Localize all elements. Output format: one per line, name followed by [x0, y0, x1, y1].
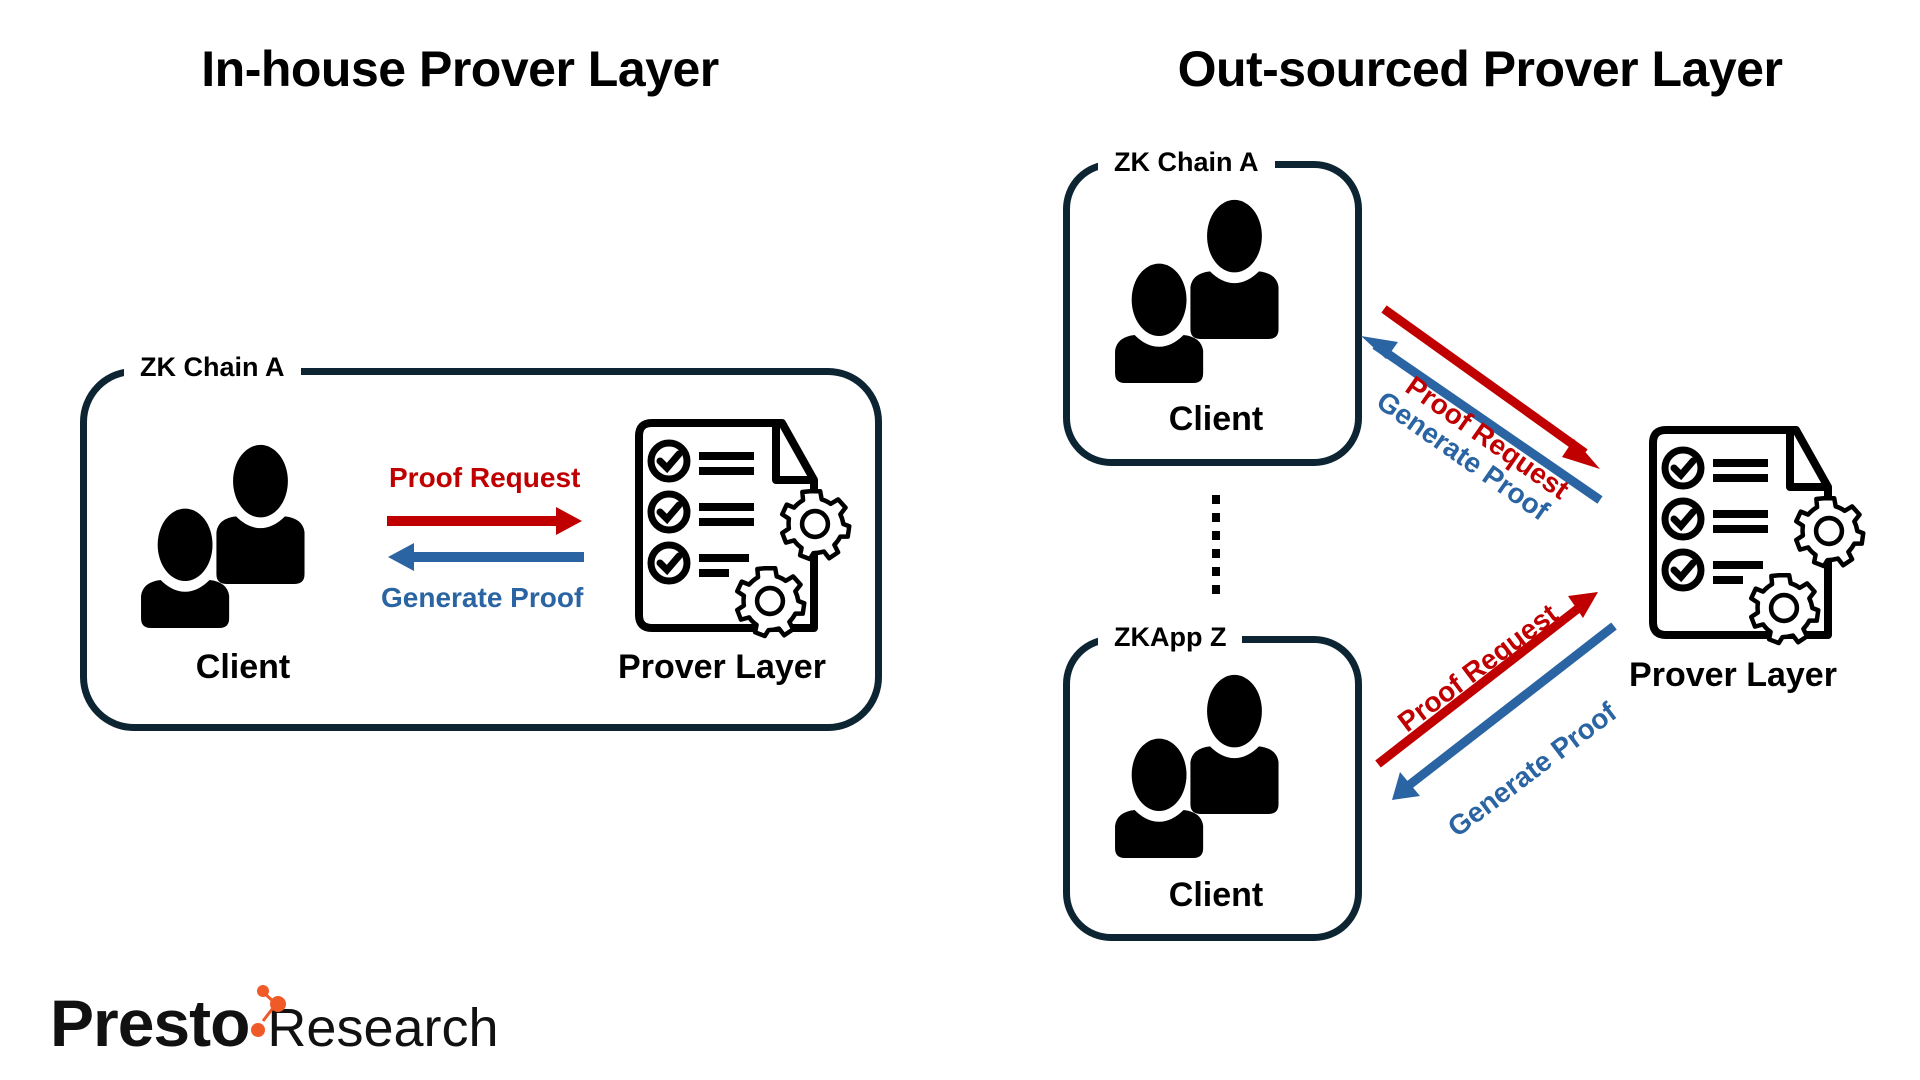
container-label-zk-chain-a-right: ZK Chain A	[1098, 147, 1275, 178]
proof-request-arrow	[387, 507, 582, 535]
proof-request-label: Proof Request	[389, 462, 581, 493]
title-out-sourced: Out-sourced Prover Layer	[1177, 41, 1783, 97]
logo-brand: Presto	[50, 986, 250, 1060]
container-label-zkapp-z: ZKApp Z	[1098, 622, 1243, 653]
prover-layer-label: Prover Layer	[618, 648, 826, 686]
prover-layer-label-right: Prover Layer	[1629, 656, 1837, 694]
title-in-house: In-house Prover Layer	[201, 41, 719, 97]
top-generate-proof-arrow	[1361, 336, 1603, 504]
presto-research-logo: Presto Research	[50, 985, 499, 1061]
bottom-generate-proof-arrow	[1392, 622, 1617, 800]
container-label-zk-chain-a: ZK Chain A	[124, 352, 301, 383]
generate-proof-arrow	[388, 543, 584, 571]
top-proof-request-arrow	[1381, 305, 1600, 469]
bottom-proof-request-arrow	[1375, 592, 1598, 768]
client-label: Client	[195, 648, 291, 686]
client-label-bottom: Client	[1168, 876, 1264, 914]
logo-suffix: Research	[267, 998, 499, 1058]
client-label-top: Client	[1168, 400, 1264, 438]
generate-proof-label: Generate Proof	[381, 582, 584, 613]
